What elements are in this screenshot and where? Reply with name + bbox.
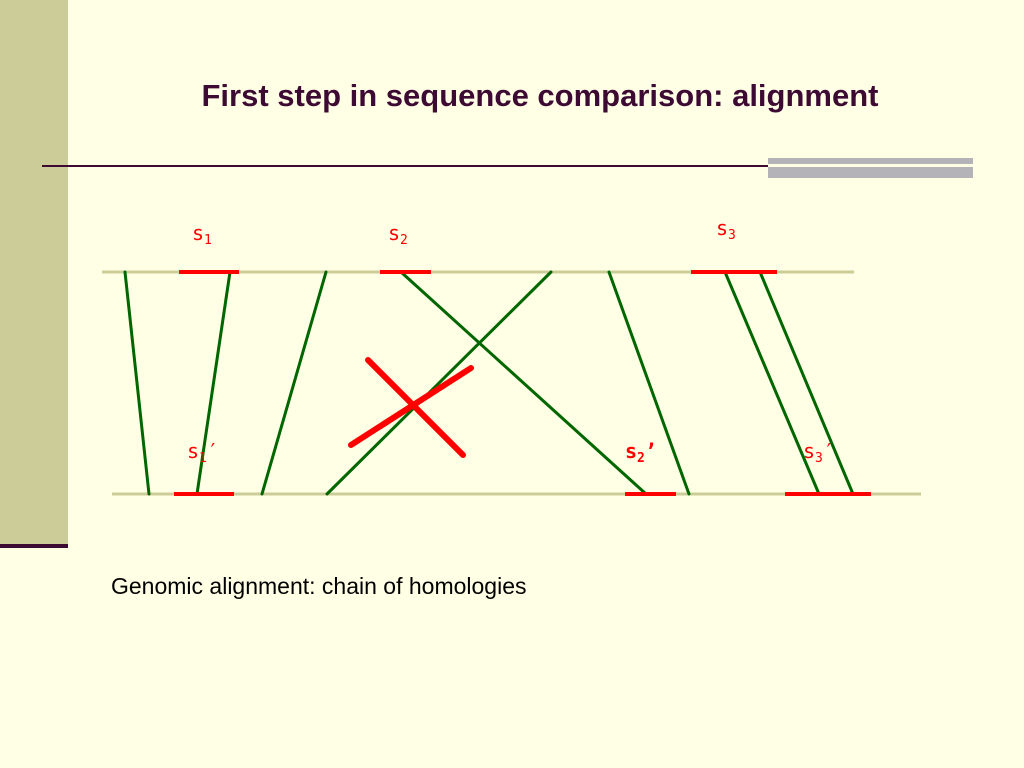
homology-line <box>325 270 553 496</box>
label-s2-bottom: s2’ <box>625 439 657 466</box>
homology-line <box>758 270 855 496</box>
side-bar-accent <box>0 544 68 548</box>
side-bar <box>0 0 68 545</box>
homology-line <box>195 270 232 496</box>
title-rule <box>42 165 972 167</box>
homology-line <box>399 270 648 496</box>
label-s2-top: s2 <box>388 221 408 248</box>
slide-title: First step in sequence comparison: align… <box>201 78 879 113</box>
cross-mark-icon <box>348 357 474 458</box>
label-s1-bottom: s1′ <box>187 439 219 466</box>
caption: Genomic alignment: chain of homologies <box>111 573 527 599</box>
homology-line <box>260 270 328 496</box>
homology-line <box>607 270 691 496</box>
label-s1-top: s1 <box>192 221 212 248</box>
homology-line <box>123 270 151 496</box>
label-s3-bottom: s3′ <box>803 439 835 466</box>
label-s3-top: s3 <box>716 216 736 243</box>
homology-line <box>723 270 821 496</box>
title-rule-block <box>768 158 973 178</box>
